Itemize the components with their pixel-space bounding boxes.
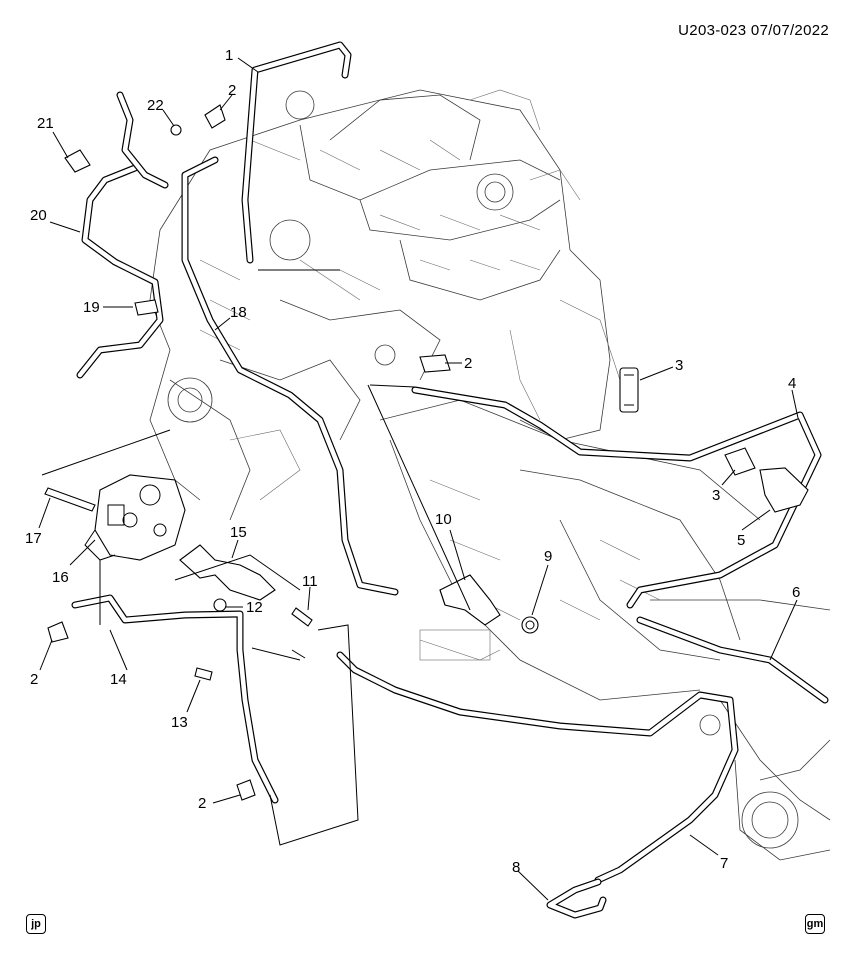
callout-10: 10: [435, 511, 452, 528]
callout-18: 18: [230, 304, 247, 321]
callout-8: 8: [512, 859, 520, 876]
jp-region-badge: jp: [26, 914, 46, 934]
callout-11: 11: [302, 573, 318, 590]
fuel-hoses: [71, 41, 829, 919]
callout-labels: 1 2 22 21 20 19 18 2 3 4 3 5 17 16 15 10…: [25, 47, 800, 876]
pressure-sensor-upper: [619, 367, 639, 413]
callout-6: 6: [792, 584, 800, 601]
callout-3-upper-sensor: 3: [675, 357, 683, 374]
fuel-pump-assembly: [84, 474, 186, 561]
callout-4: 4: [788, 375, 796, 392]
callout-12: 12: [246, 599, 263, 616]
callout-20: 20: [30, 207, 47, 224]
callout-21: 21: [37, 115, 54, 132]
diagram-id-date: U203-023 07/07/2022: [678, 22, 829, 39]
hose-clips: [44, 104, 539, 801]
callout-2-upper-clip: 2: [228, 82, 236, 99]
callout-7: 7: [720, 855, 728, 872]
gm-logo-badge: gm: [805, 914, 825, 934]
callout-2-lower-clip: 2: [198, 795, 206, 812]
callout-16: 16: [52, 569, 69, 586]
callout-13: 13: [171, 714, 188, 731]
group-boundary-lines: [41, 269, 471, 846]
hose-bracket: [439, 574, 501, 626]
sensor-bracket: [759, 467, 809, 513]
pressure-sensor-lower: [724, 447, 756, 476]
callout-17: 17: [25, 530, 42, 547]
callout-leaders: [38, 57, 799, 901]
callout-2-left-clip: 2: [30, 671, 38, 688]
callout-5: 5: [737, 532, 745, 549]
callout-19: 19: [83, 299, 100, 316]
callout-9: 9: [544, 548, 552, 565]
callout-15: 15: [230, 524, 247, 541]
callout-3-lower-sensor: 3: [712, 487, 720, 504]
callout-2-mid-clip: 2: [464, 355, 472, 372]
engine-assembly-illustration: [149, 89, 831, 861]
callout-1: 1: [225, 47, 233, 64]
callout-22: 22: [147, 97, 164, 114]
pump-bracket: [179, 544, 276, 601]
callout-14: 14: [110, 671, 127, 688]
